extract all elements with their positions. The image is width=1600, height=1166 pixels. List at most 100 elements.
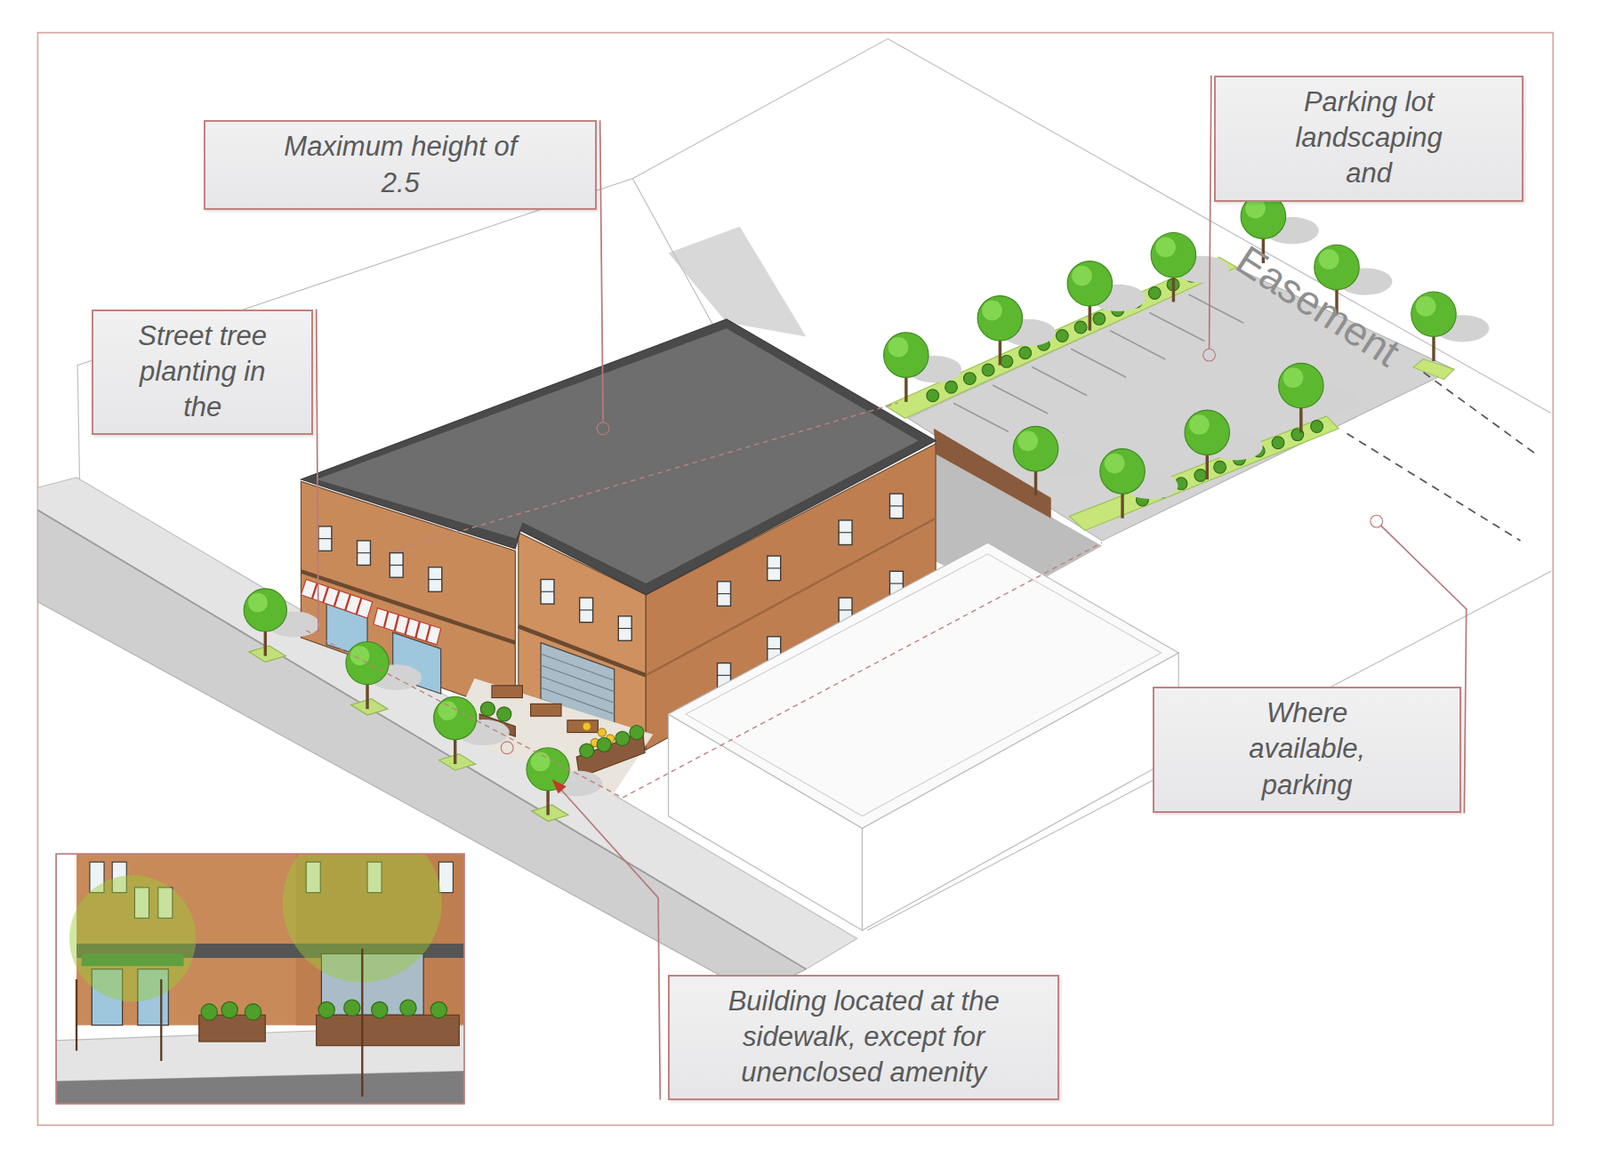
- tree-pit: [249, 645, 286, 662]
- window-bar: [318, 538, 332, 539]
- window: [318, 526, 332, 552]
- easement-line: [1346, 433, 1520, 540]
- shrub: [1194, 469, 1207, 483]
- callout-box: Maximum height of 2.5: [203, 120, 597, 210]
- tree-pit: [531, 804, 569, 821]
- leader-line: [316, 309, 319, 634]
- tree-highlight: [1155, 237, 1176, 258]
- inset-shrub: [201, 1004, 218, 1021]
- leader-line: [600, 120, 604, 423]
- leader-lines: [316, 75, 1467, 1101]
- window-bar: [767, 567, 781, 569]
- leader-dot: [1370, 514, 1383, 528]
- inset-road: [56, 1070, 465, 1104]
- tree-canopy: [1067, 261, 1112, 306]
- leader-dot: [1203, 348, 1216, 362]
- tree-highlight: [1415, 296, 1437, 317]
- parking-stripe: [1031, 367, 1087, 396]
- awning-stripe: [394, 614, 400, 631]
- inset-trunk: [75, 979, 78, 1051]
- leader-line: [1209, 75, 1212, 349]
- tree-highlight: [1283, 367, 1304, 388]
- callout-text: Where available, parking: [1227, 695, 1388, 804]
- shrub: [1271, 436, 1285, 450]
- awning-stripe: [384, 611, 389, 628]
- roof: [316, 328, 919, 584]
- inset-trunk: [160, 979, 162, 1062]
- easement-line: [1423, 372, 1536, 455]
- tree-canopy: [434, 696, 477, 740]
- landscape-strip: [1413, 359, 1455, 380]
- property-line: [305, 542, 1102, 798]
- tree-canopy: [526, 747, 570, 791]
- tree-pit: [351, 699, 388, 716]
- window-bar: [540, 591, 555, 593]
- tree-highlight: [248, 593, 268, 613]
- tree-canopy: [1411, 291, 1456, 337]
- shrub: [1074, 321, 1087, 334]
- tree-highlight: [981, 300, 1003, 322]
- inset-canopy: [69, 875, 196, 1002]
- shrub: [963, 372, 976, 386]
- window: [389, 553, 403, 579]
- callout-box: Street tree planting in the: [91, 309, 314, 435]
- window-bar: [838, 531, 853, 533]
- window-bar: [717, 675, 732, 676]
- tree-canopy: [1100, 449, 1145, 494]
- callout-text: Building located at the sidewalk, except…: [694, 983, 1033, 1092]
- shrub: [981, 363, 995, 377]
- tree-canopy: [243, 588, 287, 632]
- awning-stripe: [334, 590, 340, 607]
- callout-box: Where available, parking: [1152, 686, 1461, 813]
- awning-stripe: [356, 598, 362, 615]
- awning-stripe: [312, 583, 318, 599]
- easement-label: Easement: [1228, 235, 1409, 377]
- window-bar: [389, 564, 403, 566]
- tree-canopy: [1150, 233, 1196, 278]
- inset-planter: [316, 1014, 460, 1046]
- window: [357, 540, 371, 566]
- planter-shrub: [596, 737, 612, 752]
- tree-highlight: [1104, 453, 1126, 475]
- window: [540, 578, 555, 604]
- window-bar: [618, 627, 632, 629]
- awning: [373, 608, 442, 645]
- tree-canopy: [1278, 362, 1324, 408]
- tree-highlight: [1017, 430, 1038, 451]
- awning-stripe: [404, 618, 410, 635]
- inset-shrub: [430, 1001, 447, 1018]
- callout-box: Building located at the sidewalk, except…: [667, 974, 1059, 1101]
- window: [838, 520, 853, 546]
- planter-shrub: [579, 743, 595, 758]
- callout-box: Parking lot landscaping and: [1214, 75, 1524, 202]
- window-bar: [428, 578, 443, 580]
- planter-shrub: [629, 725, 644, 740]
- awning-stripe: [426, 625, 431, 642]
- awning-stripe: [345, 594, 351, 611]
- window: [767, 555, 781, 581]
- window: [428, 567, 443, 593]
- patio-chair: [582, 722, 591, 731]
- shrub: [945, 380, 958, 394]
- window-bar: [889, 505, 903, 507]
- inset-shrub: [221, 1001, 238, 1018]
- awning: [300, 578, 372, 619]
- window: [618, 616, 632, 642]
- parking-stripe: [953, 402, 1009, 432]
- inset-shrub: [344, 999, 361, 1016]
- leader-dot: [596, 422, 610, 435]
- parking-stripe: [1188, 294, 1244, 323]
- tree-canopy: [977, 296, 1022, 341]
- shrub: [1148, 287, 1161, 300]
- inset-shrub: [318, 1001, 335, 1018]
- planter-shrub: [497, 707, 512, 722]
- callout-text: Parking lot landscaping and: [1275, 84, 1463, 193]
- window-bar: [579, 609, 594, 611]
- property-line: [393, 402, 899, 551]
- parking-stripe: [1070, 348, 1126, 378]
- inset-shrub: [400, 999, 417, 1016]
- shrub: [1310, 420, 1324, 434]
- shrub: [1000, 355, 1014, 369]
